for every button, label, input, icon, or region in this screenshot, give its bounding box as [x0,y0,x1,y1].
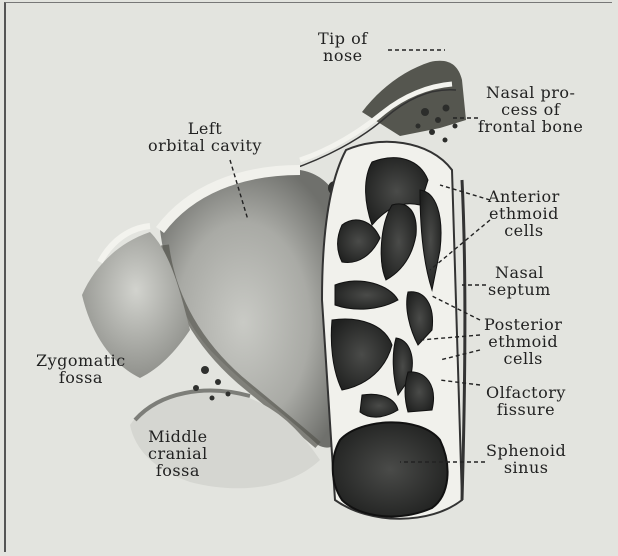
label-posterior-ethmoid-line2: ethmoid [484,333,562,350]
label-tip-of-nose-line1: Tip of [318,30,368,47]
label-sphenoid-line1: Sphenoid [486,442,566,459]
label-tip-of-nose-line2: nose [318,47,368,64]
label-nasal-process-line3: frontal bone [478,118,583,135]
label-left-orbital-line1: Left [148,120,262,137]
label-nasal-septum-line2: septum [488,281,551,298]
sphenoid-sinus-shape [333,422,448,516]
label-posterior-ethmoid-cells: Posterior ethmoid cells [484,316,562,367]
label-anterior-ethmoid-line1: Anterior [488,188,560,205]
nasal-septum-line [462,180,465,500]
label-left-orbital-cavity: Left orbital cavity [148,120,262,154]
label-posterior-ethmoid-line3: cells [484,350,562,367]
label-left-orbital-line2: orbital cavity [148,137,262,154]
label-sphenoid-sinus: Sphenoid sinus [486,442,566,476]
label-olfactory-line2: fissure [486,401,566,418]
label-zygomatic-fossa: Zygomatic fossa [36,352,126,386]
label-anterior-ethmoid-cells: Anterior ethmoid cells [488,188,560,239]
label-nasal-process-line1: Nasal pro- [478,84,583,101]
label-nasal-process: Nasal pro- cess of frontal bone [478,84,583,135]
label-olfactory-fissure: Olfactory fissure [486,384,566,418]
label-posterior-ethmoid-line1: Posterior [484,316,562,333]
label-middle-cranial-line2: cranial [148,445,208,462]
label-anterior-ethmoid-line2: ethmoid [488,205,560,222]
label-zygomatic-line2: fossa [36,369,126,386]
label-nasal-septum-line1: Nasal [488,264,551,281]
label-sphenoid-line2: sinus [486,459,566,476]
label-anterior-ethmoid-line3: cells [488,222,560,239]
label-nasal-process-line2: cess of [478,101,583,118]
label-nasal-septum: Nasal septum [488,264,551,298]
label-tip-of-nose: Tip of nose [318,30,368,64]
label-middle-cranial-line1: Middle [148,428,208,445]
label-middle-cranial-fossa: Middle cranial fossa [148,428,208,479]
label-olfactory-line1: Olfactory [486,384,566,401]
label-middle-cranial-line3: fossa [148,462,208,479]
label-zygomatic-line1: Zygomatic [36,352,126,369]
